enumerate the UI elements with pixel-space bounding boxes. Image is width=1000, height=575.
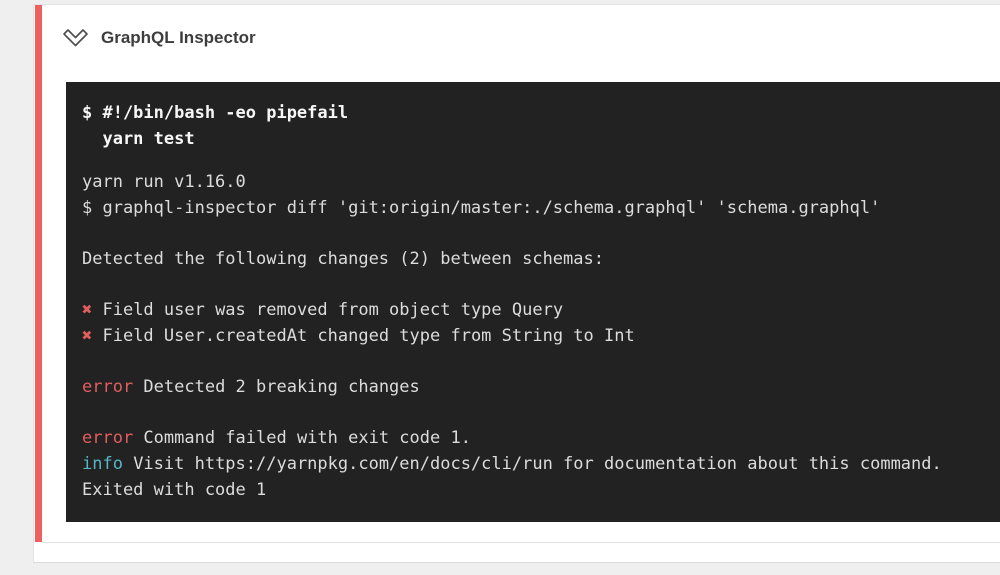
- terminal-line: yarn test: [82, 126, 985, 152]
- terminal-line: ✖ Field User.createdAt changed type from…: [82, 323, 985, 349]
- terminal-segment-info: info: [82, 454, 134, 474]
- terminal-line: Exited with code 1: [82, 477, 985, 503]
- step-divider: [42, 542, 1000, 543]
- terminal-segment-default: Command failed with exit code 1.: [143, 428, 471, 448]
- terminal-segment-default: $ graphql-inspector diff 'git:origin/mas…: [82, 198, 881, 218]
- terminal-segment-default: Field user was removed from object type …: [102, 300, 564, 320]
- terminal-line: Detected the following changes (2) betwe…: [82, 246, 985, 272]
- terminal-segment-default: Detected 2 breaking changes: [143, 377, 420, 397]
- terminal-line: info Visit https://yarnpkg.com/en/docs/c…: [82, 451, 985, 477]
- terminal-segment-error: error: [82, 428, 144, 448]
- collapse-chevron-icon[interactable]: [62, 27, 89, 49]
- terminal-segment-default: Field User.createdAt changed type from S…: [102, 326, 635, 346]
- terminal-blank-line: [82, 349, 985, 374]
- terminal-segment-error: error: [82, 377, 144, 397]
- terminal-line: yarn run v1.16.0: [82, 169, 985, 195]
- terminal-segment-error: ✖: [82, 326, 103, 346]
- terminal-segment-error: ✖: [82, 300, 103, 320]
- terminal-blank-line: [82, 272, 985, 297]
- terminal-output: $ #!/bin/bash -eo pipefail yarn test yarn…: [66, 82, 1000, 522]
- terminal-segment-default: yarn run v1.16.0: [82, 172, 246, 192]
- terminal-line: error Command failed with exit code 1.: [82, 425, 985, 451]
- terminal-blank-line: [82, 152, 985, 169]
- terminal-line: error Detected 2 breaking changes: [82, 374, 985, 400]
- step-title: GraphQL Inspector: [101, 28, 256, 47]
- terminal-line: $ graphql-inspector diff 'git:origin/mas…: [82, 195, 985, 221]
- terminal-segment-default: Detected the following changes (2) betwe…: [82, 249, 604, 269]
- terminal-segment-default: Exited with code 1: [82, 480, 267, 500]
- terminal-segment-command: yarn test: [82, 129, 195, 149]
- step-header-toggle[interactable]: GraphQL Inspector: [62, 23, 256, 53]
- terminal-segment-default: Visit https://yarnpkg.com/en/docs/cli/ru…: [133, 454, 942, 474]
- build-step-card: GraphQL Inspector $ #!/bin/bash -eo pipe…: [33, 4, 1000, 563]
- failed-step-indicator-bar: [35, 5, 42, 542]
- terminal-line: $ #!/bin/bash -eo pipefail: [82, 100, 985, 126]
- terminal-blank-line: [82, 221, 985, 246]
- terminal-blank-line: [82, 400, 985, 425]
- terminal-line: ✖ Field user was removed from object typ…: [82, 297, 985, 323]
- terminal-segment-command: $ #!/bin/bash -eo pipefail: [82, 103, 349, 123]
